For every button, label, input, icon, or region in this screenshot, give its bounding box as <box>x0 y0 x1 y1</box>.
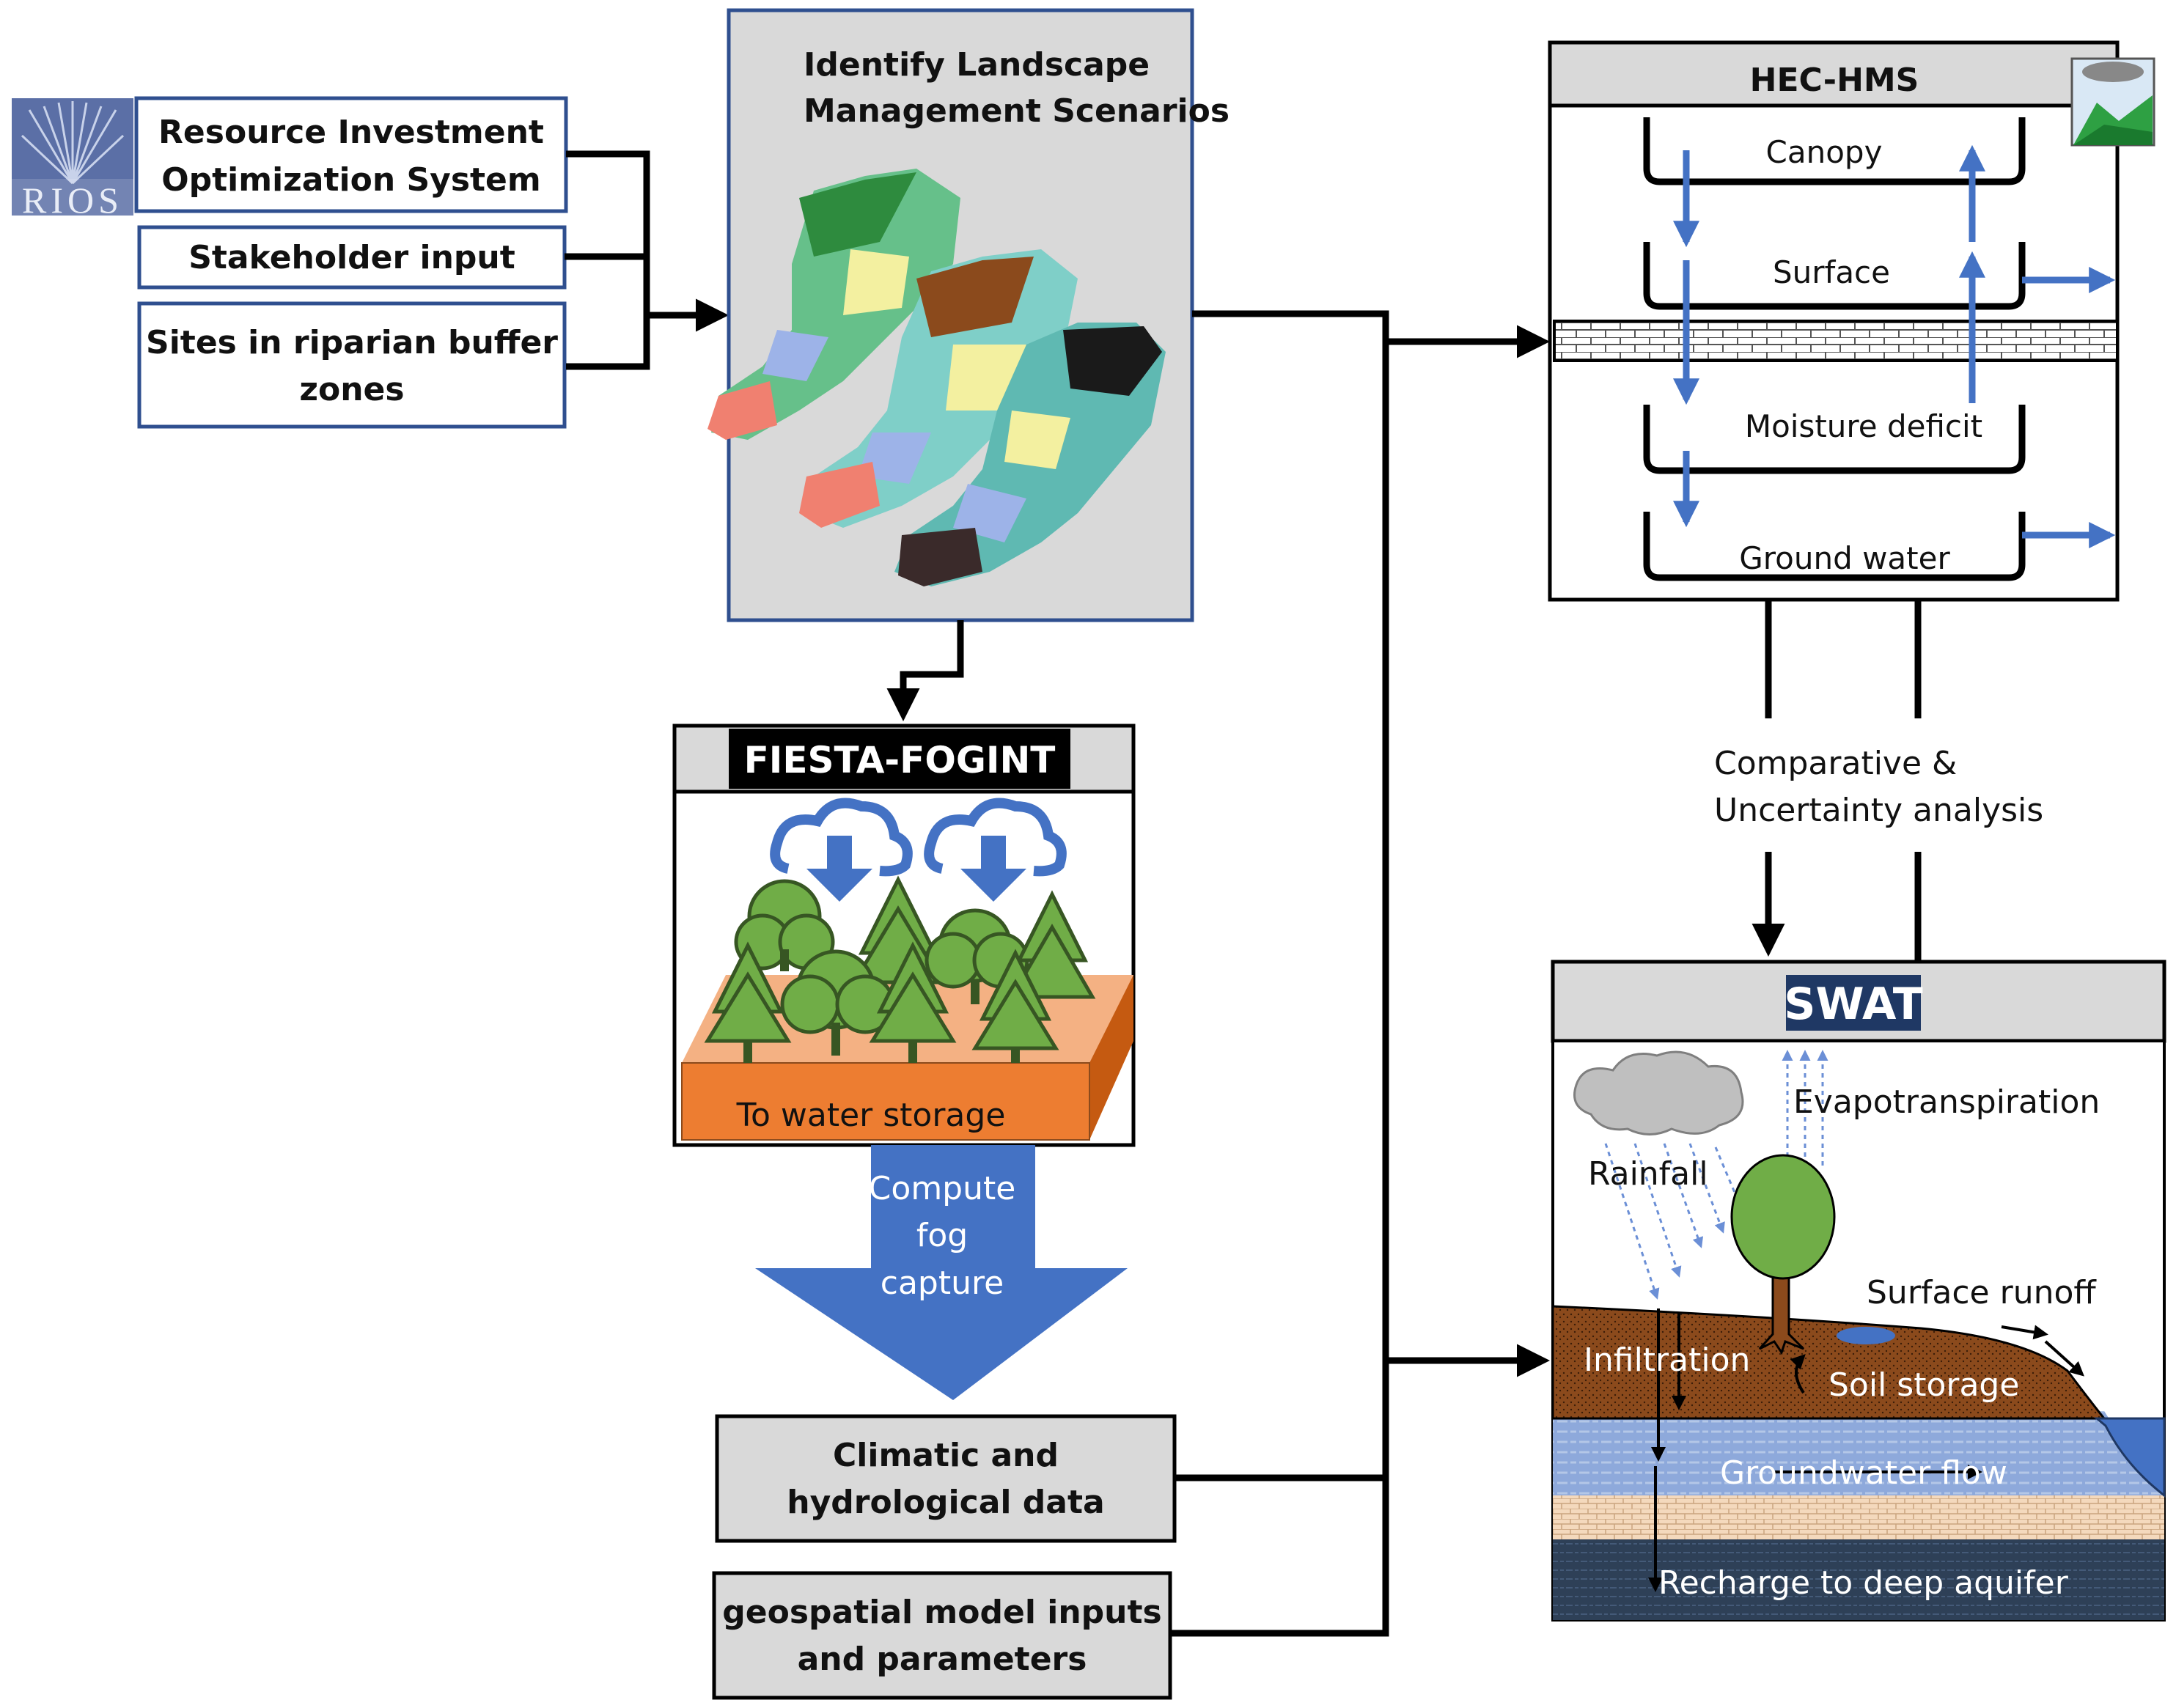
swat-title: SWAT <box>1784 979 1922 1030</box>
cloud-icon <box>770 798 913 877</box>
analysis-line1: Comparative & <box>1714 745 1957 782</box>
tree-trunks <box>743 949 1020 1063</box>
tree-icons <box>704 875 1096 1050</box>
rios-logo: RIOS <box>12 98 133 221</box>
cloud-icon <box>924 798 1067 877</box>
down-arrow-icon <box>960 836 1026 902</box>
swat-infiltration-label: Infiltration <box>1584 1341 1750 1379</box>
hec-hms-layer-groundwater: Ground water <box>1739 540 1950 576</box>
rios-title-box: Resource Investment Optimization System <box>134 96 568 213</box>
scenarios-title-line2: Management Scenarios <box>804 92 1229 130</box>
riparian-box: Sites in riparian buffer zones <box>137 301 567 429</box>
compute-fog-capture-arrow: Compute fog capture <box>755 1145 1128 1400</box>
down-arrow-icon <box>806 836 872 902</box>
climatic-line1: Climatic and <box>833 1437 1059 1474</box>
hec-hms-title: HEC-HMS <box>1750 62 1919 99</box>
swat-groundwater-flow-label: Groundwater flow <box>1720 1454 2007 1492</box>
rios-title-line2: Optimization System <box>161 161 541 199</box>
analysis-connectors <box>1752 600 1922 962</box>
fog-arrow-line2: fog <box>916 1217 968 1254</box>
hec-hms-tanks <box>1643 117 2026 581</box>
climatic-line2: hydrological data <box>787 1484 1104 1521</box>
swat-evapotranspiration-label: Evapotranspiration <box>1793 1083 2100 1121</box>
watershed-maps <box>707 169 1166 586</box>
riparian-line1: Sites in riparian buffer <box>146 324 558 361</box>
stakeholder-label: Stakeholder input <box>188 239 515 276</box>
evapotranspiration-arrows <box>1782 1050 1828 1166</box>
stakeholder-box: Stakeholder input <box>137 225 567 290</box>
hec-hms-layer-moisture-deficit: Moisture deficit <box>1745 408 1982 444</box>
hec-hms-logo <box>2070 57 2155 147</box>
geospatial-inputs-box: geospatial model inputs and parameters <box>712 1571 1172 1700</box>
hec-hms-layer-canopy: Canopy <box>1766 134 1883 170</box>
rios-title-line1: Resource Investment <box>158 114 544 151</box>
analysis-line2: Uncertainty analysis <box>1714 792 2043 829</box>
swat-soil-storage-label: Soil storage <box>1828 1366 2019 1404</box>
swat-rainfall-label: Rainfall <box>1588 1155 1708 1193</box>
fiesta-title: FIESTA-FOGINT <box>744 739 1056 781</box>
scenarios-to-fiesta-connector <box>886 620 964 721</box>
scenarios-title-line1: Identify Landscape <box>804 46 1150 84</box>
swat-flow-arrows <box>1648 1308 2084 1592</box>
swat-panel: SWAT <box>1551 960 2166 1622</box>
swat-surface-runoff-label: Surface runoff <box>1867 1274 2097 1311</box>
riparian-line2: zones <box>299 371 404 408</box>
hec-hms-layer-surface: Surface <box>1773 254 1890 290</box>
climatic-data-box: Climatic and hydrological data <box>715 1414 1177 1543</box>
hec-hms-brick-layer <box>1553 320 2119 362</box>
rios-logo-text: RIOS <box>22 180 123 221</box>
fog-arrow-line1: Compute <box>869 1170 1016 1207</box>
geospatial-line1: geospatial model inputs <box>722 1594 1161 1631</box>
fiesta-storage-label: To water storage <box>736 1097 1006 1134</box>
swat-recharge-label: Recharge to deep aquifer <box>1658 1564 2069 1602</box>
hec-hms-panel: HEC-HMS Canopy Surface Moisture deficit … <box>1548 40 2155 602</box>
tree-icon <box>1730 1154 1836 1355</box>
fiesta-panel: FIESTA-FOGINT To water storage <box>672 724 1136 1147</box>
hec-hms-flow-arrows <box>1673 144 2116 548</box>
fog-arrow-line3: capture <box>881 1265 1004 1302</box>
main-connectors <box>1172 310 1550 1637</box>
geospatial-line2: and parameters <box>798 1641 1087 1678</box>
rios-connectors <box>565 150 729 370</box>
scenarios-panel: Identify Landscape Management Scenarios <box>707 8 1229 622</box>
rain-cloud-icon <box>1573 1050 1744 1135</box>
